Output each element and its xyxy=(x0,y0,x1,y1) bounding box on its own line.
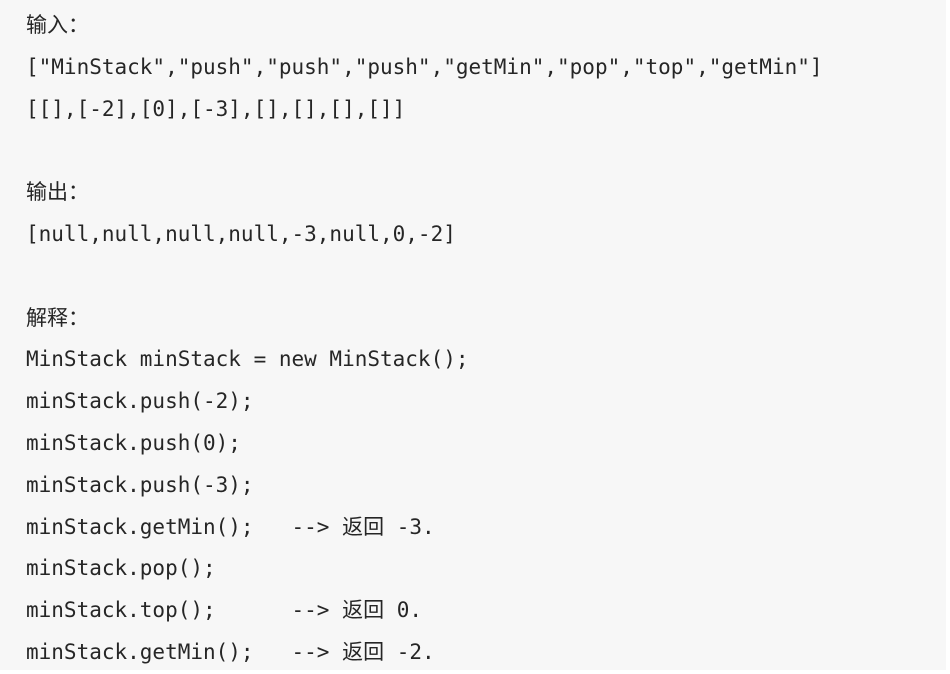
input-heading: 输入： xyxy=(26,13,89,37)
explanation-heading: 解释： xyxy=(26,305,89,330)
explanation-value: -2. xyxy=(384,639,435,664)
explanation-line: minStack.getMin(); --> 返回 -3. xyxy=(26,507,946,549)
explanation-line: minStack.push(-2); xyxy=(26,381,946,423)
explanation-value: -3. xyxy=(384,514,435,539)
explanation-line: MinStack minStack = new MinStack(); xyxy=(26,339,946,381)
explanation-code: MinStack minStack = new MinStack(); xyxy=(26,347,469,372)
explanation-value: 0. xyxy=(384,598,423,623)
explanation-code: minStack.pop(); xyxy=(26,556,216,581)
explanation-returns: 返回 xyxy=(342,598,385,623)
explanation-code: minStack.top(); xyxy=(26,598,292,623)
explanation-arrow: --> xyxy=(291,514,343,539)
explanation-line: minStack.push(-3); xyxy=(26,465,946,507)
spacer xyxy=(26,256,946,298)
explanation-code: minStack.push(-3); xyxy=(26,472,254,497)
explanation-code: minStack.push(-2); xyxy=(26,389,254,414)
output-heading: 输出： xyxy=(26,180,89,205)
explanation-line: minStack.getMin(); --> 返回 -2. xyxy=(26,632,946,674)
explanation-code: minStack.push(0); xyxy=(26,430,241,455)
output-values: [null,null,null,null,-3,null,0,-2] xyxy=(26,221,456,246)
input-operations: ["MinStack","push","push","push","getMin… xyxy=(26,54,823,79)
explanation-line: minStack.pop(); xyxy=(26,548,946,590)
explanation-line: minStack.push(0); xyxy=(26,423,946,465)
explanation-code: minStack.getMin(); xyxy=(26,514,292,539)
explanation-line: minStack.top(); --> 返回 0. xyxy=(26,590,946,632)
explanation-arrow: --> xyxy=(291,598,343,623)
spacer xyxy=(26,130,946,172)
explanation-returns: 返回 xyxy=(342,639,385,664)
input-arguments: [[],[-2],[0],[-3],[],[],[],[]] xyxy=(26,96,406,121)
explanation-returns: 返回 xyxy=(342,514,385,539)
explanation-arrow: --> xyxy=(291,639,343,664)
explanation-code: minStack.getMin(); xyxy=(26,639,292,664)
